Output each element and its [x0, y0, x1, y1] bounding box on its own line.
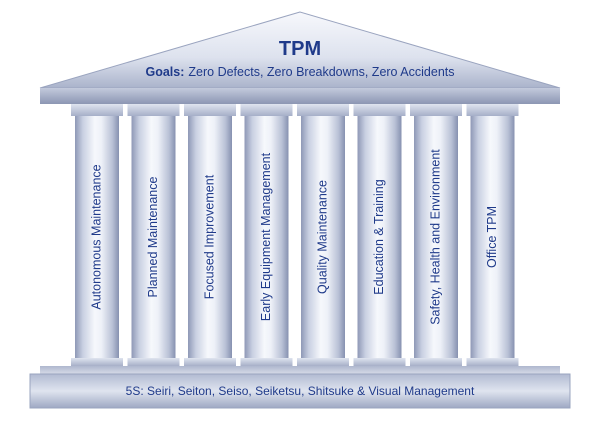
pillar-capital	[71, 104, 123, 116]
pillar: Safety, Health and Environment	[410, 104, 462, 366]
pillar-label: Autonomous Maintenance	[89, 164, 103, 309]
roof-goals: Goals:Zero Defects, Zero Breakdowns, Zer…	[146, 65, 455, 79]
pillar-shaft	[357, 116, 402, 358]
pillar-label: Planned Maintenance	[146, 176, 160, 297]
pillar-base	[297, 358, 349, 366]
pillar-label: Focused Improvement	[202, 174, 216, 299]
foundation-text: 5S: Seiri, Seiton, Seiso, Seiketsu, Shit…	[126, 384, 475, 398]
pillar: Office TPM	[466, 104, 519, 366]
roof-goals-text: Zero Defects, Zero Breakdowns, Zero Acci…	[188, 65, 454, 79]
pillar: Quality Maintenance	[297, 104, 349, 366]
pillar-capital	[127, 104, 180, 116]
pillar-label: Safety, Health and Environment	[428, 149, 442, 325]
pillars: Autonomous Maintenance Planned Maintenanc…	[71, 104, 519, 366]
pillar-shaft	[244, 116, 289, 358]
pillar-shaft	[414, 116, 458, 358]
pillar-capital	[184, 104, 236, 116]
roof-title: TPM	[279, 38, 321, 60]
pillar: Autonomous Maintenance	[71, 104, 123, 366]
pillar-capital	[410, 104, 462, 116]
pillar-base	[466, 358, 519, 366]
pillar-shaft	[75, 116, 119, 358]
foundation: 5S: Seiri, Seiton, Seiso, Seiketsu, Shit…	[29, 366, 571, 409]
pillar-label: Office TPM	[485, 206, 499, 268]
pillar-label: Education & Training	[372, 179, 386, 294]
pillar-base	[410, 358, 462, 366]
foundation-base	[29, 373, 571, 409]
roof: TPM Goals:Zero Defects, Zero Breakdowns,…	[39, 11, 561, 104]
pillar: Education & Training	[353, 104, 406, 366]
pillar: Early Equipment Management	[240, 104, 293, 366]
pillar-base	[71, 358, 123, 366]
pillar-base	[127, 358, 180, 366]
pillar-capital	[466, 104, 519, 116]
pillar-shaft	[470, 116, 515, 358]
pillar-base	[240, 358, 293, 366]
pillar-shaft	[301, 116, 345, 358]
pillar: Focused Improvement	[184, 104, 236, 366]
pillar-base	[184, 358, 236, 366]
pillar-shaft	[131, 116, 176, 358]
pillar-capital	[353, 104, 406, 116]
pillar-capital	[297, 104, 349, 116]
roof-beam	[40, 88, 560, 104]
foundation-top-step	[40, 366, 560, 374]
pillar-base	[353, 358, 406, 366]
roof-goals-label: Goals:	[146, 65, 185, 79]
pillar: Planned Maintenance	[127, 104, 180, 366]
pillar-label: Early Equipment Management	[259, 152, 273, 321]
pillar-capital	[240, 104, 293, 116]
pillar-label: Quality Maintenance	[315, 180, 329, 294]
pillar-shaft	[188, 116, 232, 358]
